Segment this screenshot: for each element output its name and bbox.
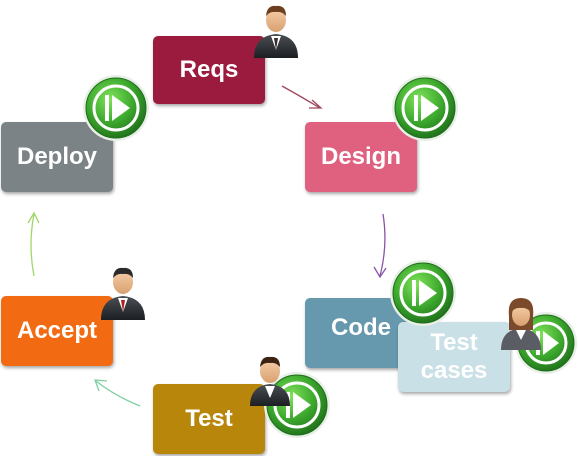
arrow-test-to-accept [95,380,141,407]
stage-test-cases-label: Test cases [420,329,488,384]
arrow-reqs-to-design [281,85,321,109]
arrow-accept-to-deploy-head [27,211,40,224]
stage-deploy: Deploy [1,122,113,192]
person-icon [101,267,145,320]
play-icon [390,260,456,326]
arrow-reqs-to-design-head [309,99,323,109]
stage-test-label: Test [185,405,233,432]
play-icon [83,75,149,141]
arrow-test-to-accept-head [94,379,108,392]
stage-test-cases: Test cases [398,322,510,392]
stage-reqs-label: Reqs [179,56,239,83]
arrow-design-to-code-head [373,266,387,279]
stage-design-label: Design [320,143,401,170]
stage-reqs: Reqs [153,36,265,104]
stage-test: Test [153,384,265,454]
person-icon [254,5,298,58]
stage-deploy-label: Deploy [16,143,97,170]
arrow-design-to-code [379,213,386,277]
arrow-accept-to-deploy [30,213,35,277]
person-icon [250,356,290,406]
stage-accept: Accept [1,296,113,366]
stage-code-label: Code [331,314,391,341]
play-icon [392,75,458,141]
stage-accept-label: Accept [16,317,98,344]
person-icon [501,298,541,350]
stage-design: Design [305,122,417,192]
